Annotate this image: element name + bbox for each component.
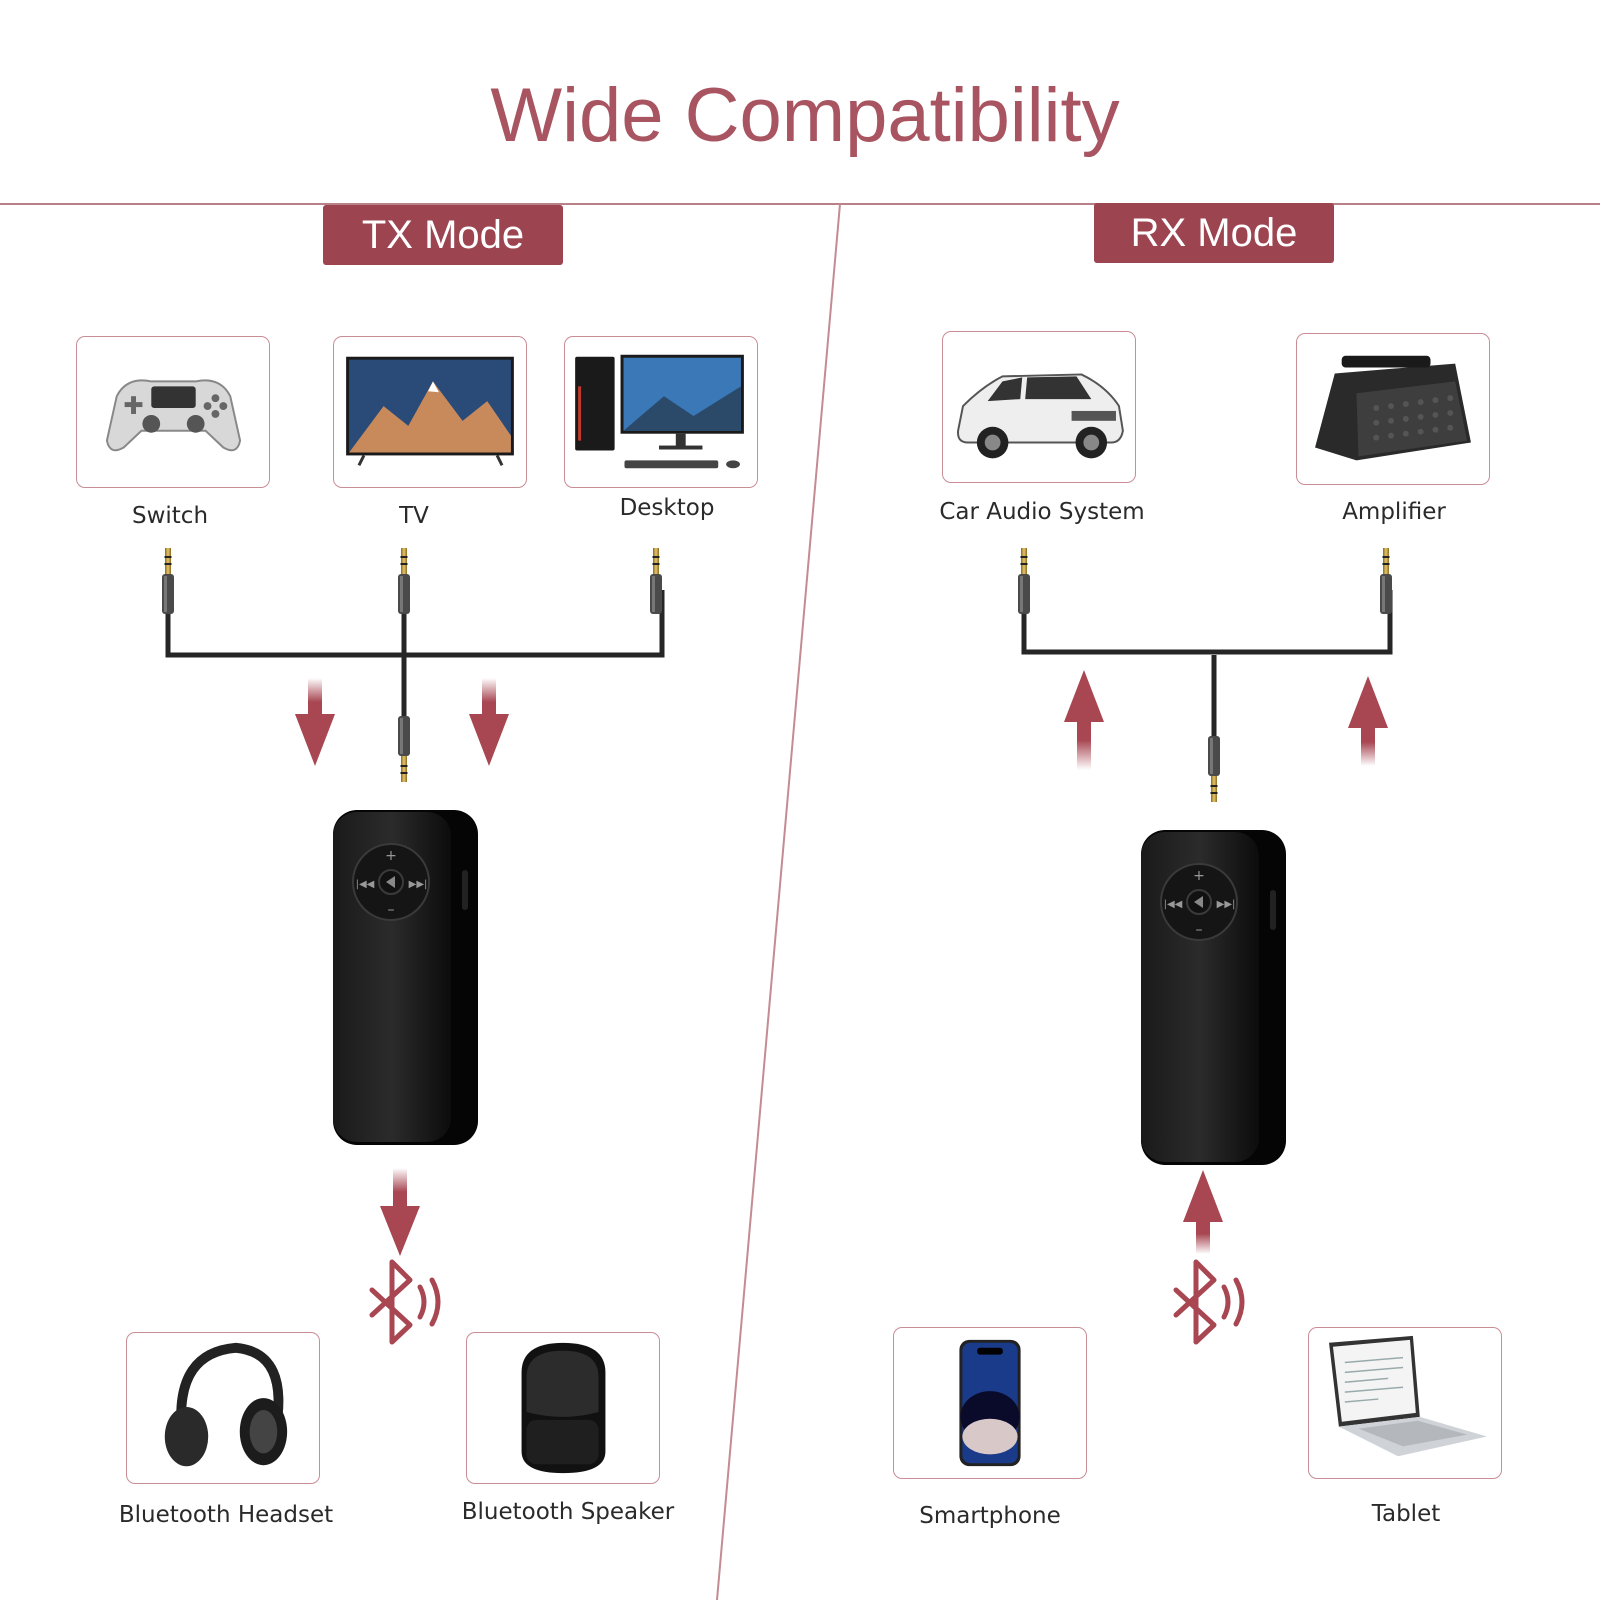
rx-bluetooth-icon [1173, 1259, 1245, 1345]
svg-text:|◀◀: |◀◀ [356, 879, 375, 890]
svg-text:|◀◀: |◀◀ [1164, 899, 1183, 910]
amplifier-icon [1315, 355, 1471, 461]
svg-text:–: – [1196, 922, 1203, 938]
desktop-card [564, 336, 758, 488]
tx-splitter-cable [162, 548, 665, 782]
switch-label: Switch [131, 503, 209, 529]
svg-text:+: + [385, 848, 397, 864]
rx-arrow-up-right [1348, 676, 1388, 766]
smartphone-label: Smartphone [919, 1503, 1061, 1529]
headset-label: Bluetooth Headset [118, 1502, 334, 1528]
tv-icon [346, 356, 514, 466]
tablet-label: Tablet [1371, 1501, 1441, 1527]
svg-text:▶▶|: ▶▶| [409, 879, 428, 890]
rx-arrow-up-left [1064, 670, 1104, 770]
rx-mode-tag: RX Mode [1094, 203, 1334, 263]
rx-splitter-cable [1018, 548, 1393, 802]
laptop-icon [1329, 1335, 1487, 1457]
tx-arrow-down-bottom [380, 1168, 420, 1256]
rx-bluetooth-adapter: + – |◀◀ ▶▶| [1141, 830, 1286, 1165]
car-audio-card [942, 331, 1136, 483]
tx-arrow-down-left [295, 678, 335, 766]
smartphone-card [893, 1327, 1087, 1479]
gamepad-icon [105, 379, 242, 452]
tx-bluetooth-adapter: + – |◀◀ ▶▶| [333, 810, 478, 1145]
amplifier-card [1296, 333, 1490, 485]
svg-text:+: + [1193, 868, 1205, 884]
tx-bluetooth-icon [369, 1259, 441, 1345]
svg-text:–: – [388, 902, 395, 918]
tx-mode-tag: TX Mode [323, 205, 563, 265]
desktop-label: Desktop [619, 495, 715, 521]
page-title: Wide Compatibility [490, 73, 1120, 158]
car-audio-label: Car Audio System [939, 499, 1145, 525]
car-icon [957, 373, 1124, 459]
svg-text:▶▶|: ▶▶| [1217, 899, 1236, 910]
headphones-icon [164, 1342, 288, 1467]
rx-arrow-up-bottom [1183, 1170, 1223, 1254]
switch-card [76, 336, 270, 488]
speaker-icon [521, 1342, 606, 1474]
speaker-label: Bluetooth Speaker [461, 1499, 675, 1525]
smartphone-icon [959, 1339, 1021, 1467]
desktop-icon [575, 354, 744, 469]
tv-label: TV [399, 503, 429, 529]
speaker-card [466, 1332, 660, 1484]
section-divider [716, 203, 841, 1600]
tablet-card [1308, 1327, 1502, 1479]
tv-card [333, 336, 527, 488]
amplifier-label: Amplifier [1342, 499, 1446, 525]
tx-arrow-down-right [469, 678, 509, 766]
headset-card [126, 1332, 320, 1484]
